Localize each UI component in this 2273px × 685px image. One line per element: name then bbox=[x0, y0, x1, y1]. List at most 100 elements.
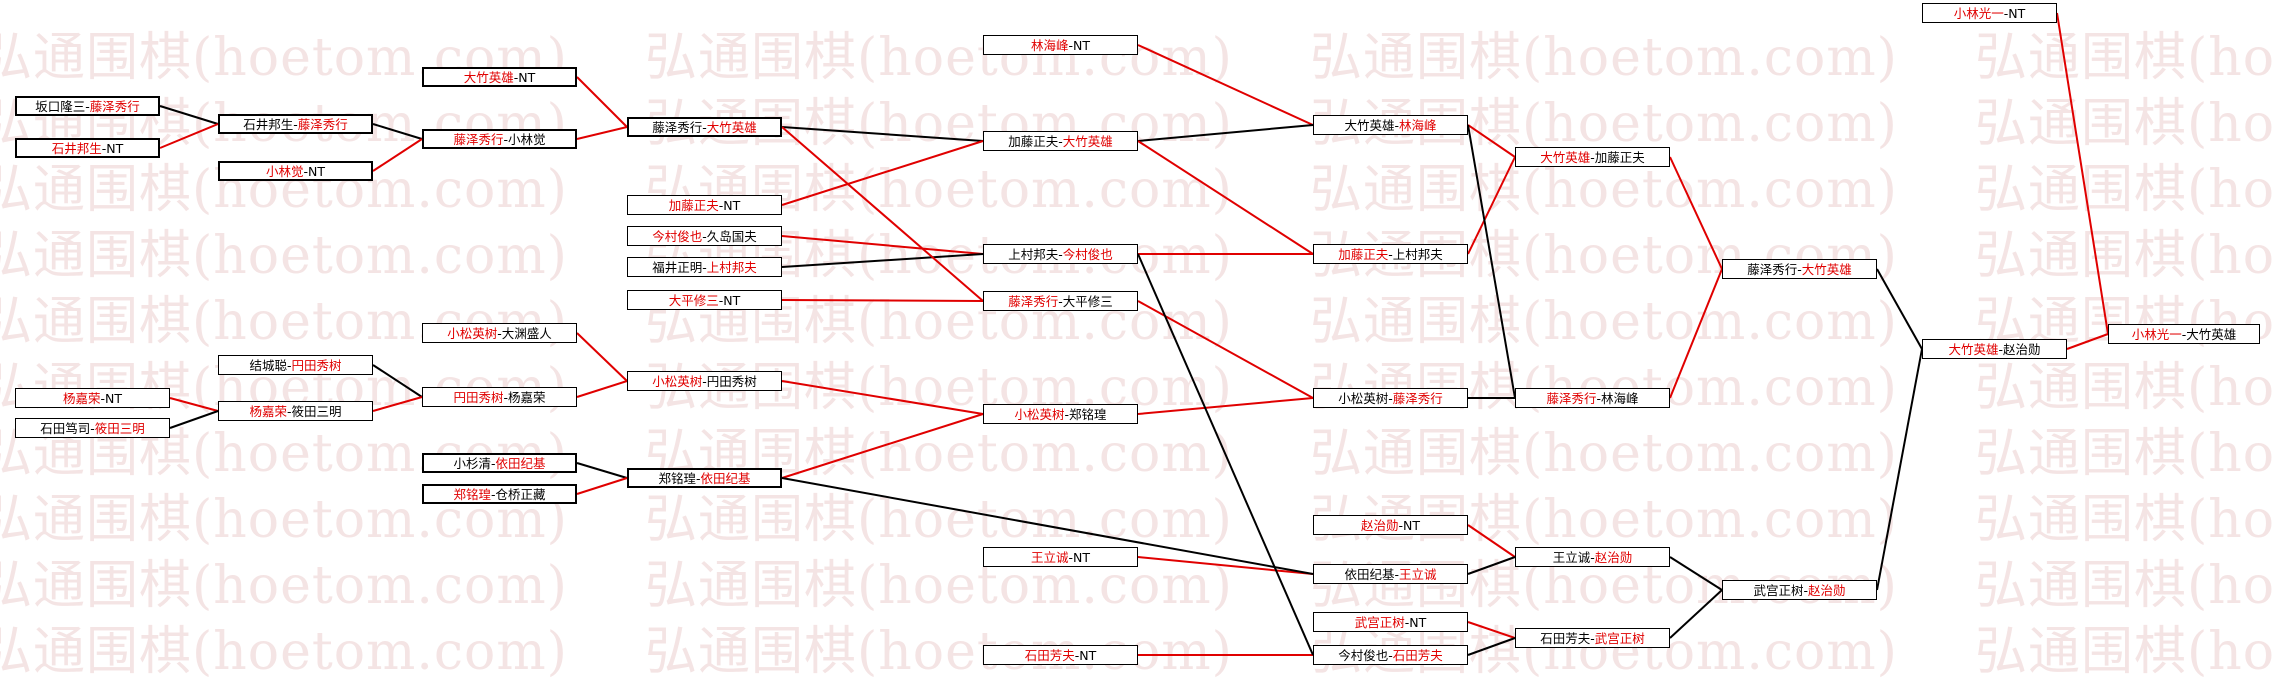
player-two: 杨嘉荣 bbox=[508, 390, 546, 405]
match-box-r3_2[interactable]: 加藤正夫-NT bbox=[627, 195, 782, 215]
match-box-r3_3[interactable]: 今村俊也-久岛国夫 bbox=[627, 226, 782, 246]
match-box-r1_3[interactable]: 小林觉-NT bbox=[218, 161, 373, 181]
match-box-r6_4[interactable]: 石田芳夫-武宫正树 bbox=[1515, 628, 1670, 648]
player-one: 大竹英雄 bbox=[463, 70, 514, 85]
player-two: 筱田三明 bbox=[291, 404, 342, 419]
player-one: 加藤正夫 bbox=[1338, 247, 1389, 262]
match-box-r5_2[interactable]: 加藤正夫-上村邦夫 bbox=[1313, 244, 1468, 264]
connector-r3_7-r5_5 bbox=[781, 477, 1314, 575]
player-two: 今村俊也 bbox=[1062, 247, 1113, 262]
player-two: 円田秀树 bbox=[291, 358, 342, 373]
connector-r1_5-r2_5 bbox=[169, 410, 219, 429]
vs-separator: - bbox=[90, 421, 95, 436]
connector-r5_1-r6_2 bbox=[1467, 124, 1516, 399]
watermark-text: 弘通围棋(hoetom.com) bbox=[1975, 490, 2273, 550]
match-box-r6_1[interactable]: 大竹英雄-加藤正夫 bbox=[1515, 147, 1670, 167]
player-two: 大平修三 bbox=[1062, 294, 1113, 309]
match-box-r7_2[interactable]: 武宫正树-赵治勋 bbox=[1722, 580, 1877, 600]
player-two: 大竹英雄 bbox=[2186, 327, 2237, 342]
match-box-r1_2[interactable]: 石井邦生-NT bbox=[15, 138, 160, 158]
player-two: 赵治勋 bbox=[1594, 550, 1633, 565]
vs-separator: - bbox=[85, 99, 90, 114]
player-one: 小杉清 bbox=[453, 456, 491, 471]
match-box-r4_5[interactable]: 小松英树-郑铭瑝 bbox=[983, 404, 1138, 424]
vs-separator: - bbox=[1064, 407, 1069, 422]
match-box-r5_7[interactable]: 今村俊也-石田芳夫 bbox=[1313, 645, 1468, 665]
player-two: NT bbox=[1409, 615, 1427, 630]
connector-r8_1-r9_1 bbox=[2066, 333, 2109, 350]
watermark-text: 弘通围棋(hoetom.com) bbox=[1310, 28, 1898, 88]
match-box-r3_1[interactable]: 藤泽秀行-大竹英雄 bbox=[627, 117, 782, 137]
match-box-r5_4[interactable]: 赵治勋-NT bbox=[1313, 515, 1468, 535]
player-one: 小松英树 bbox=[1338, 391, 1389, 406]
match-box-r4_7[interactable]: 石田芳夫-NT bbox=[983, 645, 1138, 665]
match-box-r3_7[interactable]: 郑铭瑝-依田纪基 bbox=[627, 468, 782, 488]
player-one: 大竹英雄 bbox=[1344, 118, 1395, 133]
match-box-r6_2[interactable]: 藤泽秀行-林海峰 bbox=[1515, 388, 1670, 408]
player-two: 王立诚 bbox=[1399, 567, 1437, 582]
vs-separator: - bbox=[1388, 648, 1393, 663]
match-box-r4_3[interactable]: 上村邦夫-今村俊也 bbox=[983, 244, 1138, 264]
vs-separator: - bbox=[2181, 327, 2187, 342]
connector-r1_2-r2_1 bbox=[159, 123, 219, 149]
match-box-r5_3[interactable]: 小松英树-藤泽秀行 bbox=[1313, 388, 1468, 408]
player-one: 上村邦夫 bbox=[1008, 247, 1059, 262]
vs-separator: - bbox=[1074, 648, 1080, 663]
match-box-r1_5[interactable]: 石田笃司-筱田三明 bbox=[15, 418, 170, 438]
match-box-r3_5[interactable]: 大平修三-NT bbox=[627, 290, 782, 310]
match-box-r2_8[interactable]: 小杉清-依田纪基 bbox=[422, 453, 577, 473]
player-two: 大竹英雄 bbox=[1062, 134, 1113, 149]
player-two: 依田纪基 bbox=[495, 456, 546, 471]
match-box-r2_3[interactable]: 藤泽秀行-小林觉 bbox=[422, 129, 577, 149]
player-one: 大竹英雄 bbox=[1948, 342, 1999, 357]
match-box-r4_4[interactable]: 藤泽秀行-大平修三 bbox=[983, 291, 1138, 311]
player-two: 小林觉 bbox=[508, 132, 546, 147]
match-box-r4_6[interactable]: 王立诚-NT bbox=[983, 547, 1138, 567]
player-two: 久岛国夫 bbox=[706, 229, 757, 244]
match-box-r4_1[interactable]: 林海峰-NT bbox=[983, 35, 1138, 55]
match-box-r2_1[interactable]: 石井邦生-藤泽秀行 bbox=[218, 114, 373, 134]
connector-r1_1-r2_1 bbox=[159, 105, 219, 125]
vs-separator: - bbox=[497, 326, 502, 341]
connector-r5_1-r6_1 bbox=[1467, 124, 1516, 158]
vs-separator: - bbox=[1058, 247, 1063, 262]
match-box-r3_4[interactable]: 福井正明-上村邦夫 bbox=[627, 257, 782, 277]
vs-separator: - bbox=[1998, 342, 2003, 357]
match-box-r2_2[interactable]: 大竹英雄-NT bbox=[422, 67, 577, 87]
player-two: 武宫正树 bbox=[1594, 631, 1645, 646]
connector-r2_4-r2_7 bbox=[372, 364, 423, 398]
connector-r2_1-r2_3 bbox=[372, 123, 423, 140]
match-box-r1_4[interactable]: 杨嘉荣-NT bbox=[15, 388, 170, 408]
match-box-r1_1[interactable]: 坂口隆三-藤泽秀行 bbox=[15, 96, 160, 116]
player-two: 大竹英雄 bbox=[1801, 262, 1852, 277]
match-box-r2_9[interactable]: 郑铭瑝-仓桥正藏 bbox=[422, 484, 577, 504]
vs-separator: - bbox=[702, 120, 707, 135]
match-box-r2_4[interactable]: 结城聪-円田秀树 bbox=[218, 355, 373, 375]
match-box-r2_5[interactable]: 杨嘉荣-筱田三明 bbox=[218, 401, 373, 421]
connector-r8_2-r9_1 bbox=[2056, 12, 2109, 335]
connector-r4_1-r5_1 bbox=[1137, 44, 1314, 126]
vs-separator: - bbox=[286, 404, 292, 419]
player-one: 石田芳夫 bbox=[1540, 631, 1591, 646]
match-box-r8_2[interactable]: 小林光一-NT bbox=[1922, 3, 2057, 23]
match-box-r7_1[interactable]: 藤泽秀行-大竹英雄 bbox=[1722, 259, 1877, 279]
match-box-r8_1[interactable]: 大竹英雄-赵治勋 bbox=[1922, 339, 2067, 359]
match-box-r2_6[interactable]: 小松英树-大渊盛人 bbox=[422, 323, 577, 343]
match-box-r3_6[interactable]: 小松英树-円田秀树 bbox=[627, 371, 782, 391]
player-one: 武宫正树 bbox=[1753, 583, 1804, 598]
match-box-r5_5[interactable]: 依田纪基-王立诚 bbox=[1313, 564, 1468, 584]
match-box-r5_1[interactable]: 大竹英雄-林海峰 bbox=[1313, 115, 1468, 135]
player-one: 王立诚 bbox=[1030, 550, 1069, 565]
match-box-r5_6[interactable]: 武宫正树-NT bbox=[1313, 612, 1468, 632]
watermark-text: 弘通围棋(hoetom.com) bbox=[1975, 556, 2273, 616]
vs-separator: - bbox=[1596, 391, 1601, 406]
match-box-r6_3[interactable]: 王立诚-赵治勋 bbox=[1515, 547, 1670, 567]
vs-separator: - bbox=[1388, 391, 1393, 406]
player-two: 大渊盛人 bbox=[501, 326, 552, 341]
match-box-r9_1[interactable]: 小林光一-大竹英雄 bbox=[2108, 324, 2260, 344]
match-box-r2_7[interactable]: 円田秀树-杨嘉荣 bbox=[422, 387, 577, 407]
player-two: 上村邦夫 bbox=[1392, 247, 1443, 262]
player-one: 小林光一 bbox=[2131, 327, 2182, 342]
match-box-r4_2[interactable]: 加藤正夫-大竹英雄 bbox=[983, 131, 1138, 151]
